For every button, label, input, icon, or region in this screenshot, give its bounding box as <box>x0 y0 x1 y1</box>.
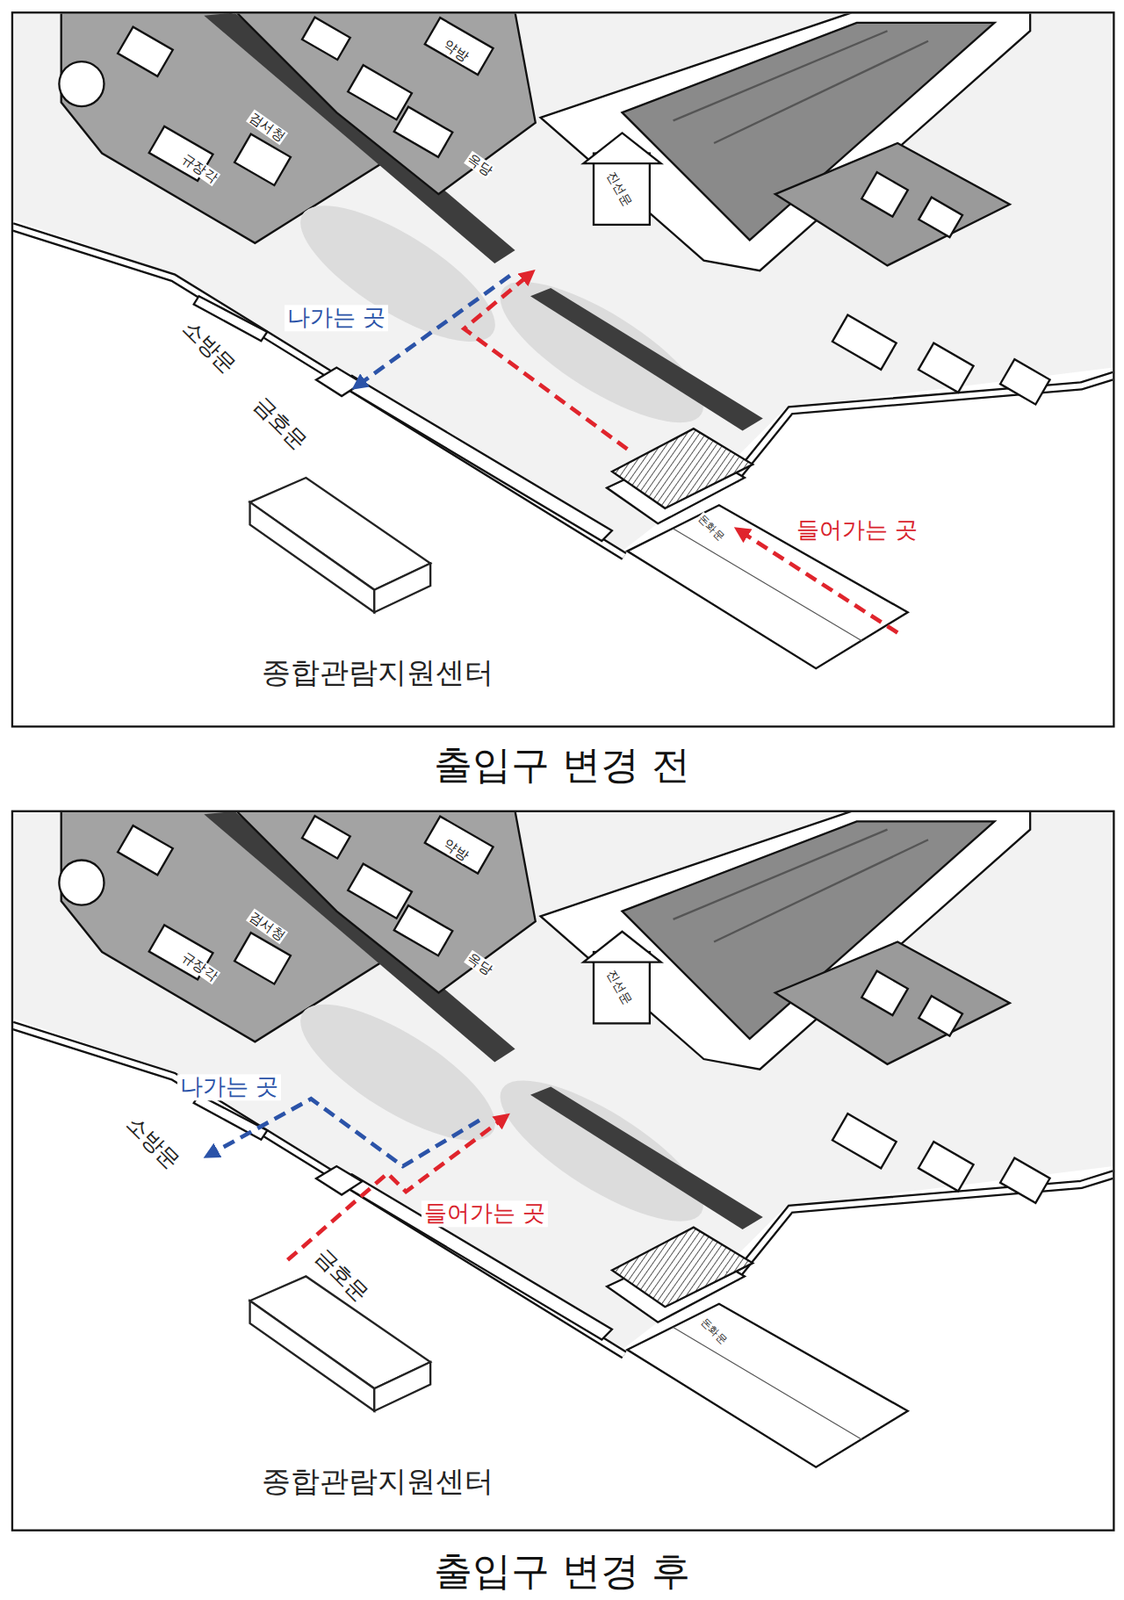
building-name: 검서청 <box>245 907 289 944</box>
center-name: 종합관람지원센터 <box>259 1465 497 1499</box>
gate-name: 돈화문 <box>698 1315 730 1348</box>
panel-caption: 출입구 변경 후 <box>431 1548 693 1593</box>
building-name: 옥당 <box>463 949 496 979</box>
center-name: 종합관람지원센터 <box>259 656 497 690</box>
entry-route <box>463 273 627 450</box>
building-name: 규장각 <box>177 949 220 986</box>
panel-caption: 출입구 변경 전 <box>431 742 693 788</box>
map-before <box>12 12 1124 727</box>
entry-route <box>288 1116 505 1261</box>
building-name: 옥당 <box>463 151 496 181</box>
gate-name: 금호문 <box>309 1243 374 1307</box>
exit-label: 나가는 곳 <box>284 305 389 332</box>
building-name: 약방 <box>439 835 472 865</box>
panel-frame <box>12 811 1114 1531</box>
gate-name: 진선문 <box>604 966 636 1008</box>
gate-name: 돈화문 <box>694 511 727 543</box>
exit-route <box>208 1098 480 1167</box>
building-name: 규장각 <box>177 150 220 187</box>
panel-frame <box>12 12 1114 727</box>
building-name: 약방 <box>439 36 472 66</box>
map-after <box>12 811 1124 1526</box>
gate-name: 진선문 <box>604 168 636 209</box>
gate-name: 소방문 <box>177 315 241 379</box>
building-name: 검서청 <box>245 109 289 146</box>
gate-name: 소방문 <box>121 1110 185 1175</box>
entry-label: 들어가는 곳 <box>421 1200 548 1226</box>
entry-label: 들어가는 곳 <box>793 517 921 543</box>
exit-label: 나가는 곳 <box>177 1073 281 1100</box>
entry-route <box>739 530 898 633</box>
gate-name: 금호문 <box>248 391 312 455</box>
